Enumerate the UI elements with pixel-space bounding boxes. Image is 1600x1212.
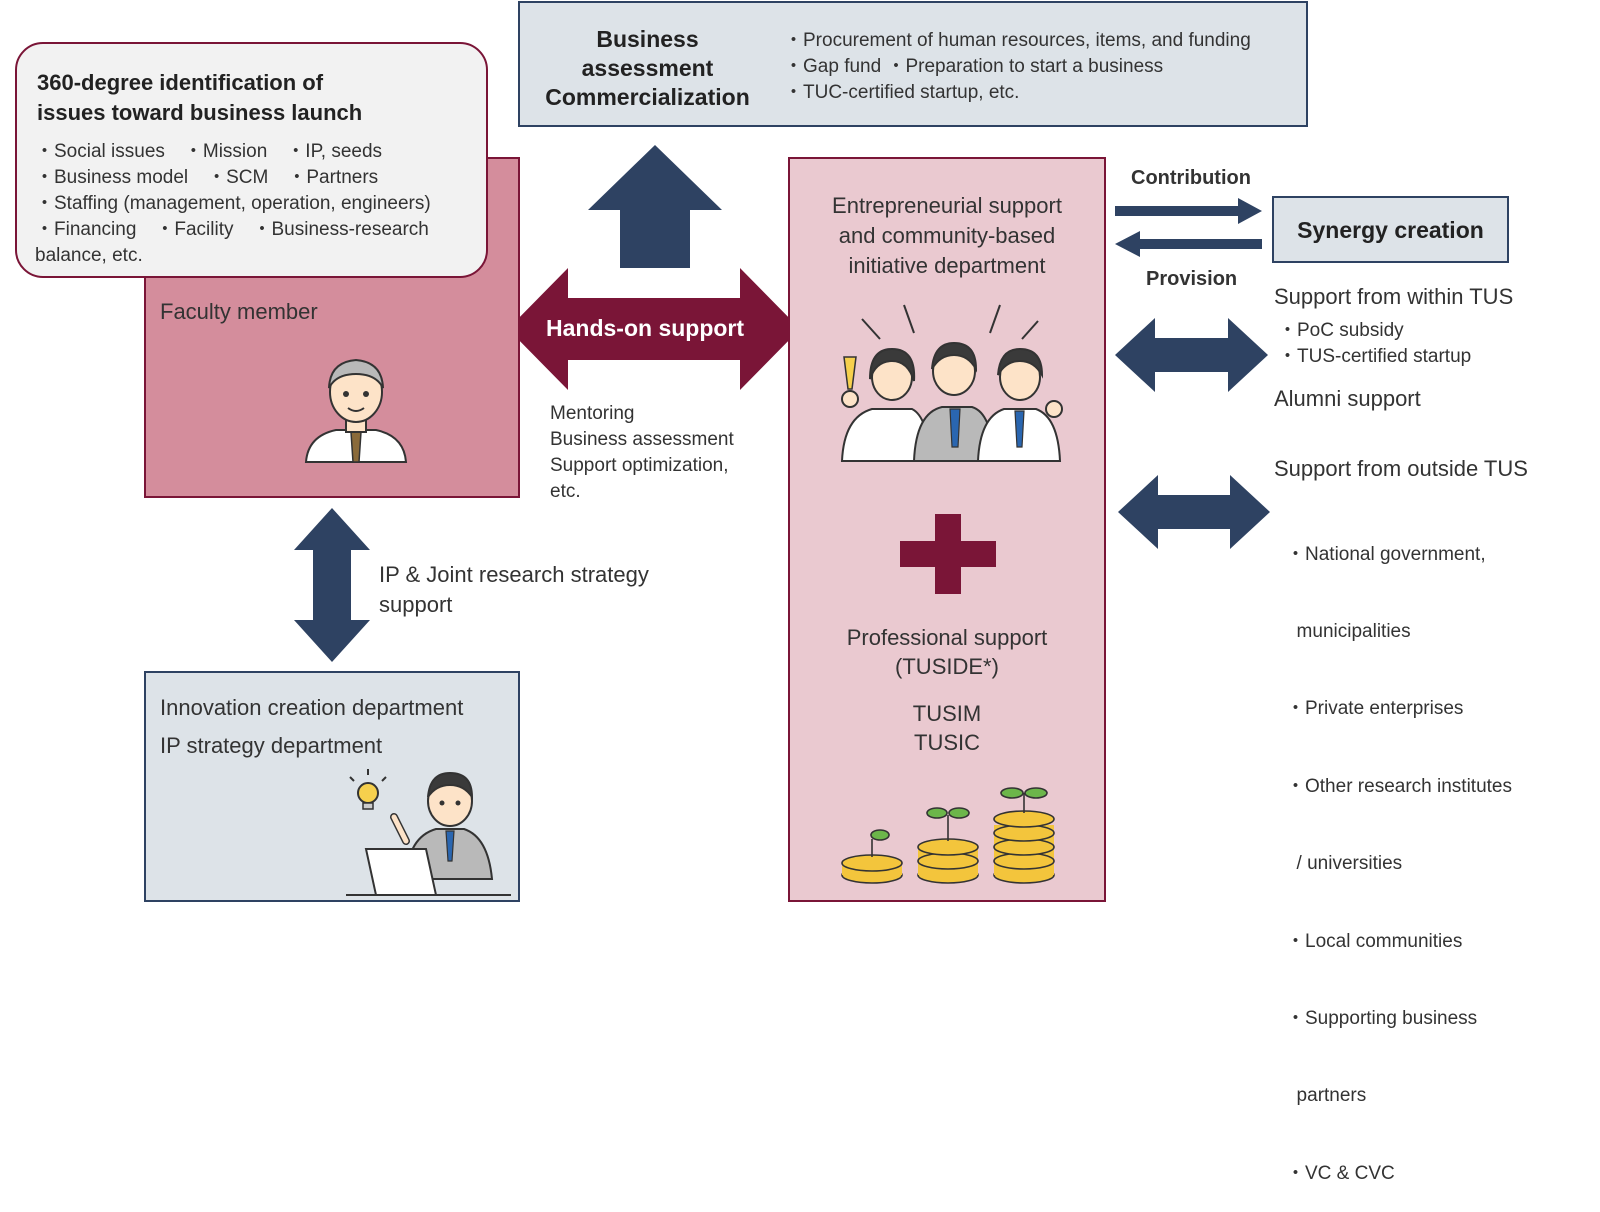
diagram-shapes — [294, 145, 1270, 662]
ip-label-line: support — [379, 592, 453, 617]
up-arrow — [588, 145, 722, 268]
assessment-item: ・Gap fund ・Preparation to start a busine… — [784, 56, 1164, 77]
within-tus-arrow — [1115, 318, 1268, 392]
hands-on-label: Hands-on support — [546, 315, 745, 341]
outside-tus-list: ・National government, municipalities ・Pr… — [1286, 490, 1512, 1212]
outside-tus-item: partners — [1286, 1085, 1367, 1107]
issues-item: ・Business model ・SCM ・Partners — [35, 167, 379, 188]
within-tus-item: ・PoC subsidy — [1278, 320, 1404, 341]
professional-line: Professional support — [846, 625, 1048, 650]
issues-title: 360-degree identification of issues towa… — [37, 68, 362, 128]
innovation-box: Innovation creation department IP strate… — [144, 671, 520, 902]
org-line: TUSIC — [914, 730, 980, 755]
provision-arrow — [1115, 231, 1262, 257]
hands-on-items: Mentoring Business assessment Support op… — [550, 401, 734, 505]
center-title-line: and community-based — [838, 223, 1056, 248]
assessment-item: ・TUC-certified startup, etc. — [784, 82, 1020, 103]
ip-label-line: IP & Joint research strategy — [379, 562, 649, 587]
outside-tus-item: ・Local communities — [1286, 930, 1463, 952]
center-title-line: initiative department — [848, 253, 1046, 278]
plus-icon — [900, 514, 996, 594]
ip-arrow-label: IP & Joint research strategy support — [379, 560, 649, 620]
assessment-title-line: Commercialization — [545, 84, 750, 110]
org-names: TUSIM TUSIC — [790, 699, 1104, 757]
assessment-item: ・Procurement of human resources, items, … — [784, 30, 1251, 51]
center-title: Entrepreneurial support and community-ba… — [790, 191, 1104, 281]
faculty-person-icon — [304, 358, 408, 463]
hands-on-item: Business assessment — [550, 429, 734, 450]
hands-on-arrow — [508, 268, 800, 390]
laptop-person-icon — [346, 769, 511, 896]
innovation-line: Innovation creation department — [160, 695, 464, 720]
professional-support: Professional support (TUSIDE*) — [790, 623, 1104, 681]
synergy-label: Synergy creation — [1297, 217, 1484, 243]
hands-on-item: etc. — [550, 481, 581, 502]
hands-on-item: Support optimization, — [550, 455, 729, 476]
issues-item: ・Staffing (management, operation, engine… — [35, 193, 431, 214]
assessment-title: Business assessment Commercialization — [520, 25, 775, 112]
issues-item: ・Social issues ・Mission ・IP, seeds — [35, 141, 383, 162]
assessment-title-line: Business — [596, 26, 699, 52]
within-tus-item: ・TUS-certified startup — [1278, 346, 1472, 367]
assessment-box: Business assessment Commercialization ・P… — [518, 1, 1308, 127]
outside-tus-item: municipalities — [1286, 620, 1411, 642]
outside-tus-item: ・National government, — [1286, 543, 1486, 565]
outside-tus-item: ・Supporting business — [1286, 1007, 1478, 1029]
issues-title-line: 360-degree identification of — [37, 70, 324, 95]
contribution-arrow — [1115, 198, 1262, 224]
hands-on-item: Mentoring — [550, 403, 635, 424]
org-line: TUSIM — [912, 701, 982, 726]
faculty-label: Faculty member — [160, 299, 318, 324]
center-box: Entrepreneurial support and community-ba… — [788, 157, 1106, 902]
professional-line: (TUSIDE*) — [895, 654, 999, 679]
provision-label: Provision — [1146, 268, 1238, 290]
contribution-label: Contribution — [1131, 167, 1251, 189]
within-tus-list: ・PoC subsidy ・TUS-certified startup — [1278, 318, 1471, 370]
assessment-list: ・Procurement of human resources, items, … — [784, 28, 1251, 106]
assessment-title-line: assessment — [581, 55, 714, 81]
issues-title-line: issues toward business launch — [37, 100, 363, 125]
innovation-lines: Innovation creation department IP strate… — [160, 689, 463, 765]
outside-tus-item: ・Other research institutes — [1286, 775, 1512, 797]
issues-item: balance, etc. — [35, 245, 143, 266]
issues-item: ・Financing ・Facility ・Business-research — [35, 219, 429, 240]
within-tus-title: Support from within TUS — [1274, 284, 1514, 309]
team-people-icon — [840, 304, 1063, 462]
coins-sprout-icon — [841, 787, 1055, 884]
outside-tus-item: ・Private enterprises — [1286, 698, 1464, 720]
outside-tus-item: / universities — [1286, 853, 1403, 875]
alumni-support: Alumni support — [1274, 386, 1421, 411]
outside-tus-item: ・VC & CVC — [1286, 1162, 1395, 1184]
ip-double-arrow — [294, 508, 370, 662]
center-title-line: Entrepreneurial support — [832, 193, 1062, 218]
outside-tus-title: Support from outside TUS — [1274, 456, 1528, 481]
issues-box: 360-degree identification of issues towa… — [15, 42, 488, 278]
synergy-box: Synergy creation — [1272, 196, 1509, 263]
issues-list: ・Social issues ・Mission ・IP, seeds ・Busi… — [35, 139, 431, 269]
outside-tus-arrow — [1118, 475, 1270, 549]
innovation-line: IP strategy department — [160, 733, 383, 758]
